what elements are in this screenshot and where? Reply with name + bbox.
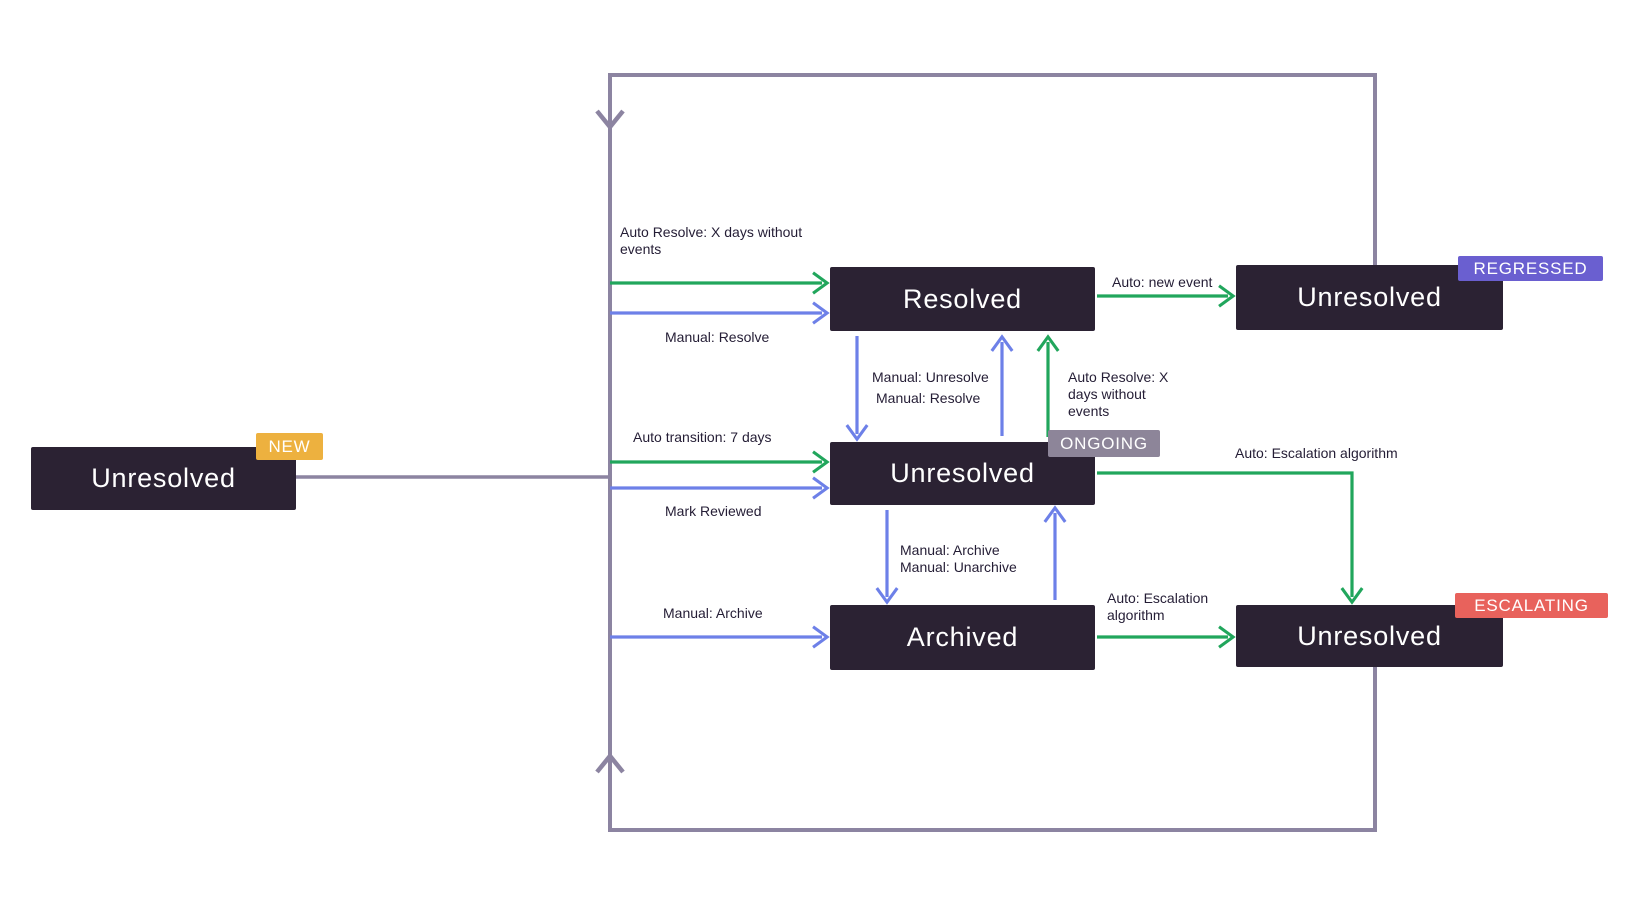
node-resolved-label: Resolved (903, 283, 1022, 314)
arrow-auto-escalation-from-ongoing (1097, 471, 1364, 605)
node-resolved: Resolved (830, 267, 1095, 331)
label-auto-escalation-from-archived: Auto: Escalation algorithm (1107, 590, 1209, 623)
node-unresolved-regressed-label: Unresolved (1297, 282, 1442, 312)
badge-new: NEW (256, 433, 323, 460)
label-auto-new-event: Auto: new event (1112, 274, 1213, 290)
label-manual-resolve-to-resolved: Manual: Resolve (665, 329, 770, 345)
node-unresolved-ongoing-label: Unresolved (890, 458, 1035, 488)
node-archived: Archived (830, 605, 1095, 670)
label-auto-transition-7-days: Auto transition: 7 days (633, 429, 772, 445)
feedback-loop-line (608, 73, 1377, 832)
node-unresolved-new: Unresolved (31, 447, 296, 510)
label-auto-escalation-from-ongoing: Auto: Escalation algorithm (1235, 445, 1398, 461)
badge-escalating: ESCALATING (1455, 593, 1608, 618)
node-archived-label: Archived (906, 622, 1019, 652)
node-unresolved-escalating-label: Unresolved (1297, 620, 1442, 651)
label-manual-unresolve: Manual: Unresolve (872, 369, 989, 385)
loop-arrow-down-icon (595, 109, 625, 131)
label-mark-reviewed: Mark Reviewed (665, 503, 762, 519)
label-auto-resolve-from-ongoing: Auto Resolve: X days without events (1068, 369, 1169, 419)
label-manual-unarchive: Manual: Unarchive (900, 559, 1017, 575)
badge-ongoing: ONGOING (1048, 430, 1160, 457)
label-manual-archive-left: Manual: Archive (663, 605, 763, 621)
node-unresolved-new-label: Unresolved (91, 463, 236, 493)
badge-regressed: REGRESSED (1458, 256, 1603, 281)
label-auto-resolve-to-resolved: Auto Resolve: X days without events (620, 224, 803, 257)
loop-arrow-up-icon (595, 752, 625, 774)
label-manual-resolve-mid: Manual: Resolve (876, 390, 981, 406)
label-manual-archive-mid: Manual: Archive (900, 542, 1000, 558)
